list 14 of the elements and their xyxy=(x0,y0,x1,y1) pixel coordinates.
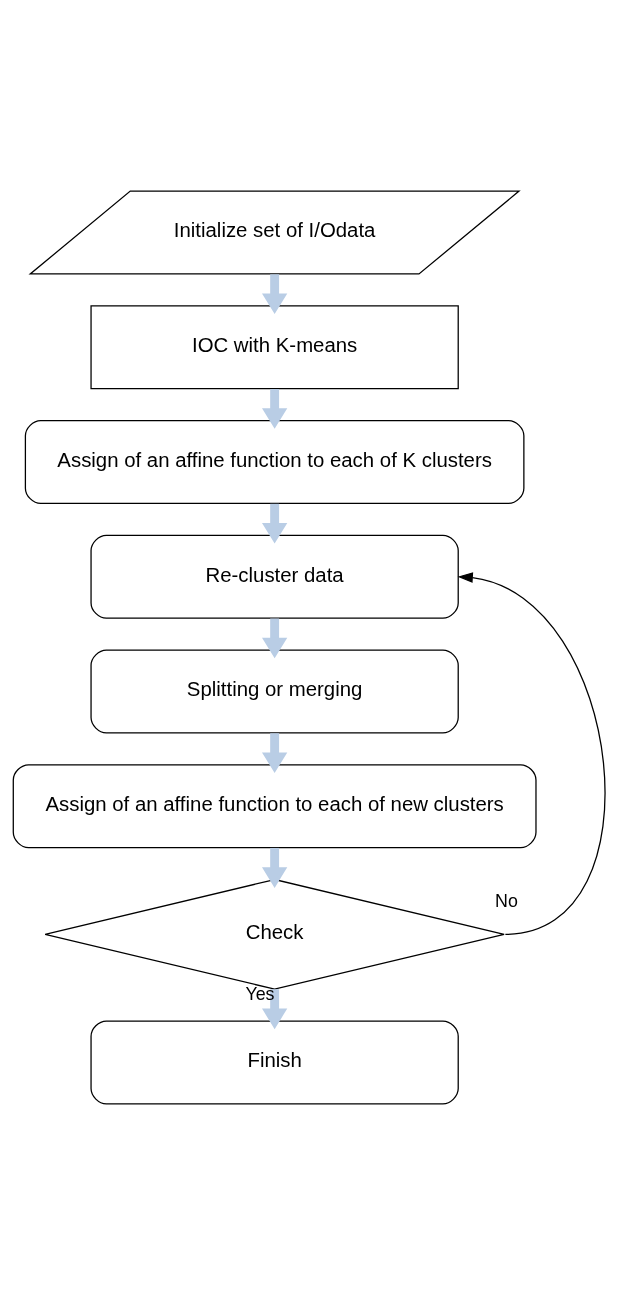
arrow xyxy=(262,388,288,429)
arrow xyxy=(262,618,288,658)
node-box: IOC with K-means xyxy=(90,304,459,389)
node-box: Assign of an affine function to each of K clusters xyxy=(24,419,525,504)
arrow xyxy=(262,273,288,314)
arrow xyxy=(262,847,288,888)
arrow xyxy=(262,503,288,544)
arrow xyxy=(262,988,288,1029)
arrow xyxy=(262,732,288,773)
node-box: Re-cluster data xyxy=(90,534,459,619)
node-box: Finish xyxy=(90,1019,459,1105)
arrow xyxy=(457,571,606,935)
node-box: Splitting or merging xyxy=(90,648,459,734)
node-box: Assign of an affine function to each of new clusters xyxy=(12,763,537,848)
